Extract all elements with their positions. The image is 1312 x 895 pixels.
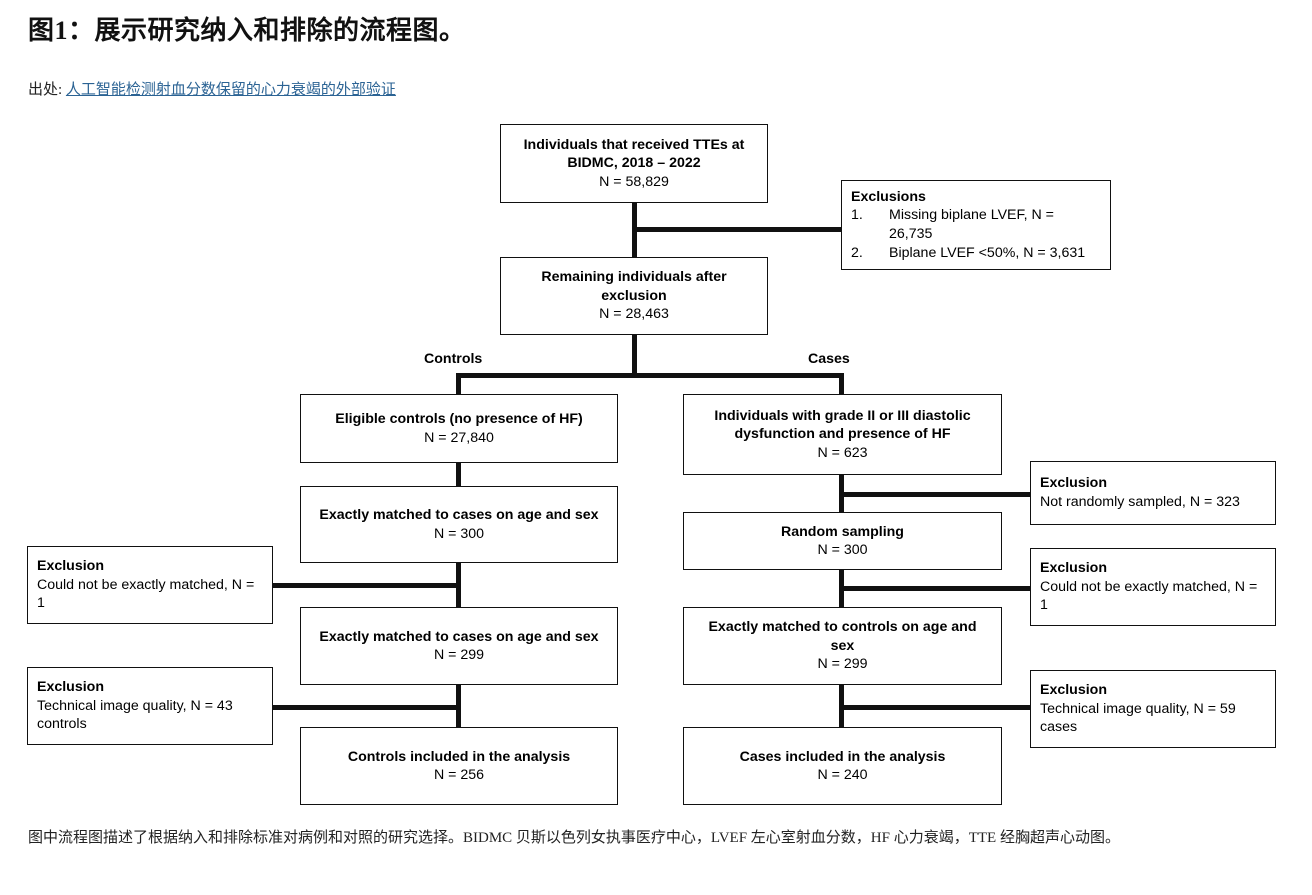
connector-to-top-exclusions	[632, 227, 843, 232]
exclusion-box-left-a[interactable]: Exclusion Could not be exactly matched, …	[27, 546, 273, 624]
figure-caption: 图中流程图描述了根据纳入和排除标准对病例和对照的研究选择。BIDMC 贝斯以色列…	[28, 830, 1120, 846]
node-cases-grade-ii-iii[interactable]: Individuals with grade II or III diastol…	[683, 394, 1002, 475]
exclusion-heading: Exclusion	[1040, 681, 1108, 698]
exclusion-heading: Exclusion	[37, 678, 105, 695]
node-count: N = 256	[433, 767, 485, 783]
node-random-sampling[interactable]: Random sampling N = 300	[683, 512, 1002, 570]
node-line-1: Exactly matched to cases on age and sex	[319, 628, 599, 645]
connector-split-left-drop	[456, 373, 461, 395]
exclusion-heading: Exclusion	[1040, 475, 1108, 492]
node-count: N = 299	[817, 656, 868, 673]
exclusion-text: Could not be exactly matched, N = 1	[37, 576, 255, 612]
exclusion-text: Could not be exactly matched, N = 1	[1040, 578, 1258, 614]
node-line-1: Exactly matched to controls on age and	[708, 619, 977, 636]
node-line-1: Remaining individuals after	[541, 269, 727, 286]
exclusions-heading: Exclusions	[851, 188, 926, 205]
node-cases-included[interactable]: Cases included in the analysis N = 240	[683, 727, 1002, 805]
exclusion-heading: Exclusion	[1040, 559, 1108, 576]
source-link[interactable]: 人工智能检测射血分数保留的心力衰竭的外部验证	[65, 82, 396, 98]
node-cases-matched-299[interactable]: Exactly matched to controls on age and s…	[683, 607, 1002, 685]
node-count: N = 240	[817, 767, 868, 783]
exclusion-box-right-c[interactable]: Exclusion Technical image quality, N = 5…	[1030, 670, 1276, 748]
node-count: N = 623	[817, 444, 868, 461]
exclusion-item: 2. Biplane LVEF <50%, N = 3,631	[851, 244, 1101, 263]
node-line-1: Random sampling	[781, 523, 904, 540]
source-row: 出处: 人工智能检测射血分数保留的心力衰竭的外部验证	[28, 78, 396, 99]
node-line-1: Controls included in the analysis	[347, 748, 571, 765]
node-controls-matched-299[interactable]: Exactly matched to cases on age and sex …	[300, 607, 618, 685]
connector-n2-split	[632, 335, 637, 377]
node-remaining-after-exclusion[interactable]: Remaining individuals after exclusion N …	[500, 257, 768, 335]
node-line-1: Cases included in the analysis	[739, 748, 946, 765]
exclusion-item-text: Biplane LVEF <50%, N = 3,631	[889, 244, 1086, 261]
node-controls-included[interactable]: Controls included in the analysis N = 25…	[300, 727, 618, 805]
node-line-1: Eligible controls (no presence of HF)	[335, 411, 583, 428]
source-label: 出处:	[28, 82, 63, 98]
node-eligible-controls[interactable]: Eligible controls (no presence of HF) N …	[300, 394, 618, 463]
connector-split-horizontal	[456, 373, 844, 378]
branch-label-controls: Controls	[424, 351, 483, 367]
exclusion-item-index: 1.	[851, 207, 863, 224]
page-title: 图1：展示研究纳入和排除的流程图。	[28, 16, 466, 45]
node-line-1: Individuals that received TTEs at	[523, 136, 745, 153]
node-line-2: exclusion	[601, 287, 667, 304]
branch-label-cases: Cases	[808, 351, 850, 367]
exclusion-box-left-b[interactable]: Exclusion Technical image quality, N = 4…	[27, 667, 273, 745]
node-count: N = 58,829	[599, 173, 669, 190]
node-line-2: dysfunction and presence of HF	[734, 426, 951, 443]
exclusion-item: 1. Missing biplane LVEF, N = 26,735	[851, 206, 1101, 243]
exclusion-heading: Exclusion	[37, 557, 105, 574]
connector-left2-left3	[456, 563, 461, 607]
exclusions-box-top[interactable]: Exclusions 1. Missing biplane LVEF, N = …	[841, 180, 1111, 270]
exclusion-text: Technical image quality, N = 59 cases	[1040, 700, 1236, 736]
node-count: N = 300	[817, 542, 868, 558]
connector-to-exclusion-right-b	[839, 586, 1032, 591]
connector-left3-left4	[456, 685, 461, 727]
node-line-2: BIDMC, 2018 – 2022	[567, 155, 701, 172]
connector-split-right-drop	[839, 373, 844, 395]
node-count: N = 300	[433, 525, 485, 542]
connector-left1-left2	[456, 463, 461, 486]
node-total-ttes[interactable]: Individuals that received TTEs at BIDMC,…	[500, 124, 768, 203]
node-controls-matched-300[interactable]: Exactly matched to cases on age and sex …	[300, 486, 618, 563]
node-count: N = 299	[433, 647, 485, 663]
connector-to-exclusion-right-a	[839, 492, 1032, 497]
exclusion-text: Technical image quality, N = 43 controls	[37, 697, 233, 733]
exclusion-item-index: 2.	[851, 244, 863, 261]
connector-to-exclusion-left-a	[271, 583, 458, 588]
exclusion-box-right-a[interactable]: Exclusion Not randomly sampled, N = 323	[1030, 461, 1276, 525]
node-count: N = 27,840	[424, 429, 494, 446]
exclusion-item-text: Missing biplane LVEF, N = 26,735	[889, 207, 1054, 242]
connector-to-exclusion-left-b	[271, 705, 458, 710]
exclusion-text: Not randomly sampled, N = 323	[1040, 494, 1240, 510]
node-count: N = 28,463	[599, 306, 669, 323]
flowchart: Controls Cases Individuals that received…	[27, 124, 1276, 805]
node-line-1: Individuals with grade II or III diastol…	[714, 407, 971, 424]
node-line-2: sex	[830, 637, 855, 654]
node-line-1: Exactly matched to cases on age and sex	[319, 507, 599, 524]
exclusion-box-right-b[interactable]: Exclusion Could not be exactly matched, …	[1030, 548, 1276, 626]
connector-to-exclusion-right-c	[839, 705, 1032, 710]
